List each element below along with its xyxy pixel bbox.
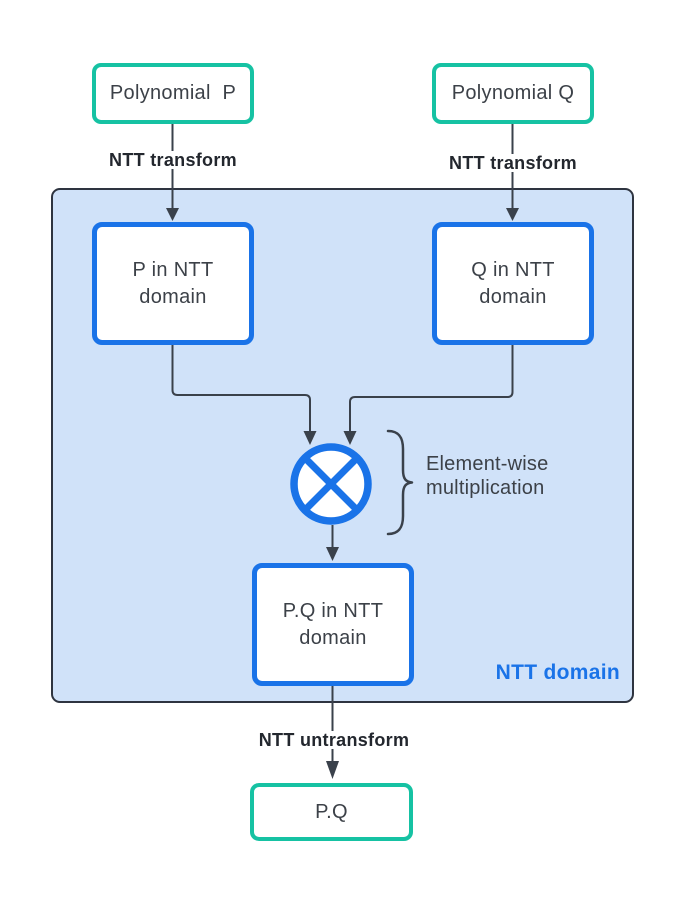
- edge-label-ntt-transform-left: NTT transform: [104, 151, 242, 169]
- annotation-element-wise-multiplication: Element-wise multiplication: [426, 453, 549, 499]
- ntt-domain-caption: NTT domain: [495, 661, 620, 684]
- edge-label-ntt-transform-right: NTT transform: [444, 154, 582, 172]
- node-polynomial-q: Polynomial Q: [432, 63, 594, 124]
- node-q-in-ntt-domain-label: Q in NTT domain: [471, 258, 555, 308]
- node-p-in-ntt-domain: P in NTT domain: [92, 222, 254, 345]
- node-pq-in-ntt-domain-label: P.Q in NTT domain: [282, 599, 384, 649]
- node-pq-in-ntt-domain: P.Q in NTT domain: [252, 563, 414, 686]
- node-polynomial-p: Polynomial P: [92, 63, 254, 124]
- node-pq-result: P.Q: [250, 783, 413, 841]
- edge-label-ntt-untransform: NTT untransform: [253, 731, 415, 749]
- node-pq-result-label: P.Q: [315, 800, 348, 823]
- node-q-in-ntt-domain: Q in NTT domain: [432, 222, 594, 345]
- node-polynomial-p-label: Polynomial P: [109, 82, 237, 104]
- node-polynomial-q-label: Polynomial Q: [451, 82, 575, 104]
- node-p-in-ntt-domain-label: P in NTT domain: [132, 258, 214, 308]
